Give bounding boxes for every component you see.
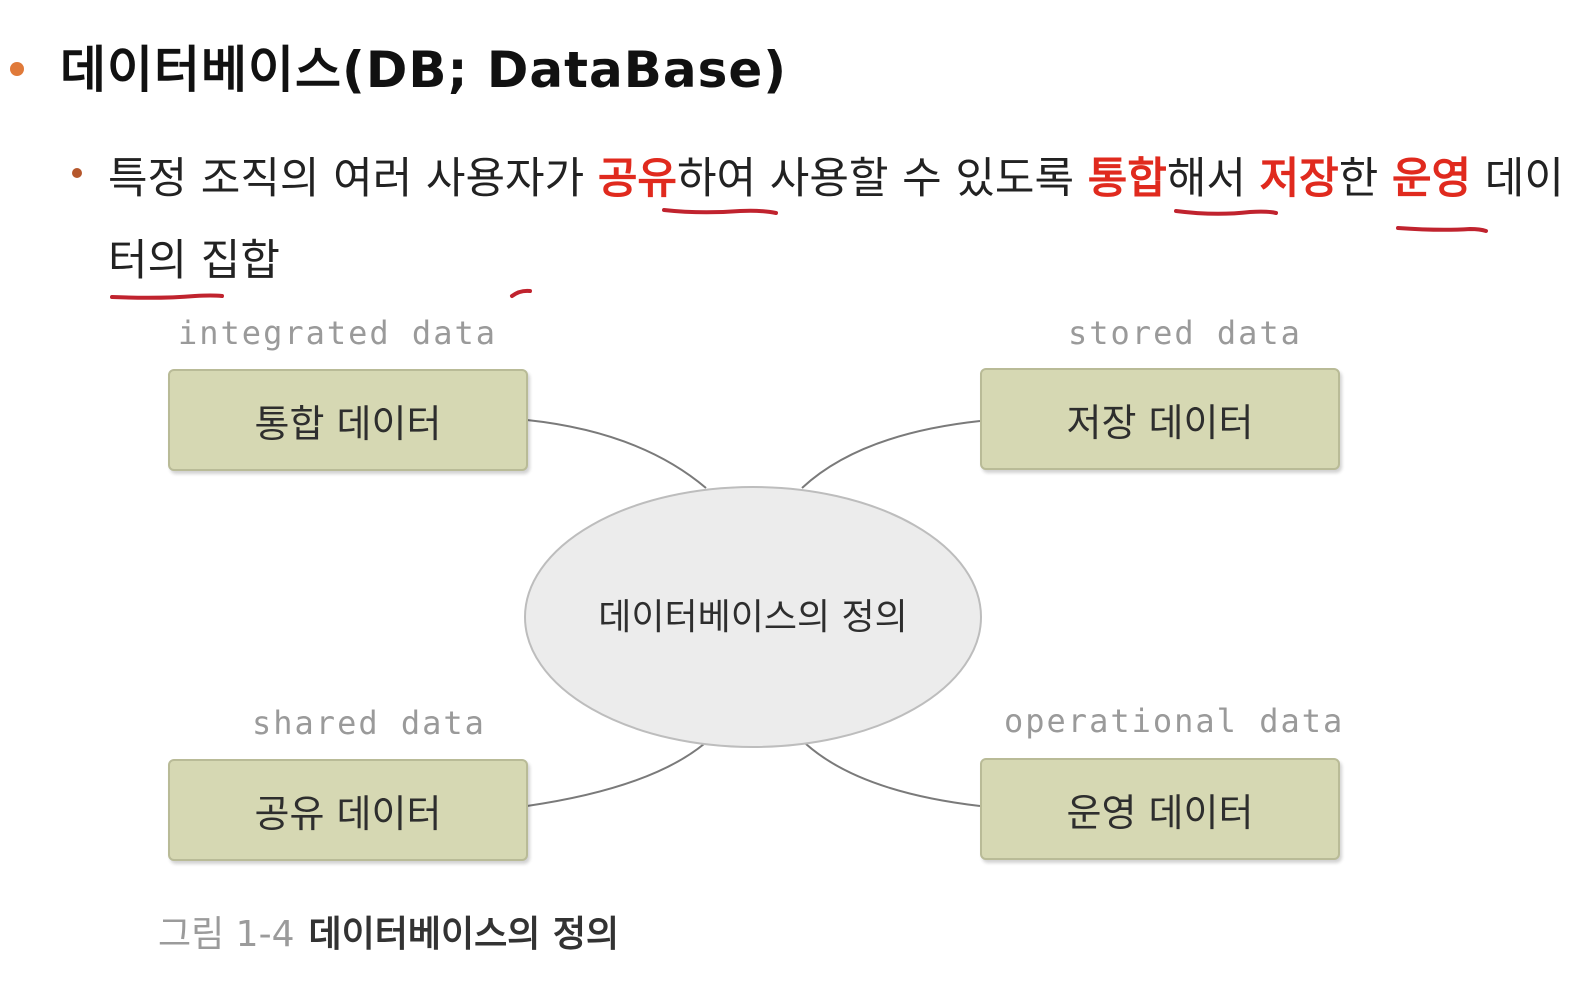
definition-part-5: 데이터의 집합 <box>108 154 1564 286</box>
heading-bullet <box>10 62 24 76</box>
caption-number: 그림 1-4 <box>158 914 295 955</box>
box-stored-data: 저장 데이터 <box>980 368 1340 470</box>
connector-shared <box>526 743 705 807</box>
box-operational-data: 운영 데이터 <box>980 758 1340 860</box>
label-operational-english: operational data <box>1004 702 1345 740</box>
label-integrated-english: integrated data <box>178 314 497 352</box>
definition-part-1: 특정 조직의 여러 사용자가 <box>108 154 598 204</box>
caption-title: 데이터베이스의 정의 <box>308 914 620 955</box>
box-shared-label: 공유 데이터 <box>254 791 442 836</box>
box-integrated-data: 통합 데이터 <box>168 369 528 471</box>
label-shared-english: shared data <box>252 704 486 742</box>
figure-caption: 그림 1-4 데이터베이스의 정의 <box>158 905 619 957</box>
connector-integrated <box>526 419 707 489</box>
definition-bullet <box>72 168 82 178</box>
connector-stored <box>801 420 981 489</box>
connector-operational <box>805 743 981 807</box>
center-label: 데이터베이스의 정의 <box>598 597 908 638</box>
box-integrated-label: 통합 데이터 <box>254 401 442 446</box>
box-stored-label: 저장 데이터 <box>1066 400 1254 445</box>
definition-part-3: 해서 <box>1166 154 1260 204</box>
definition-text: 특정 조직의 여러 사용자가 공유하여 사용할 수 있도록 통합해서 저장한 운… <box>108 138 1568 302</box>
keyword-operational: 운영 <box>1391 154 1472 204</box>
definition-part-4: 한 <box>1338 154 1392 204</box>
box-shared-data: 공유 데이터 <box>168 759 528 861</box>
keyword-stored: 저장 <box>1259 154 1339 204</box>
label-stored-english: stored data <box>1068 314 1302 352</box>
keyword-shared: 공유 <box>597 154 677 204</box>
definition-part-2: 하여 사용할 수 있도록 <box>676 154 1088 204</box>
keyword-integrated: 통합 <box>1087 154 1167 204</box>
page-title: 데이터베이스(DB; DataBase) <box>60 41 788 99</box>
box-operational-label: 운영 데이터 <box>1066 790 1254 835</box>
